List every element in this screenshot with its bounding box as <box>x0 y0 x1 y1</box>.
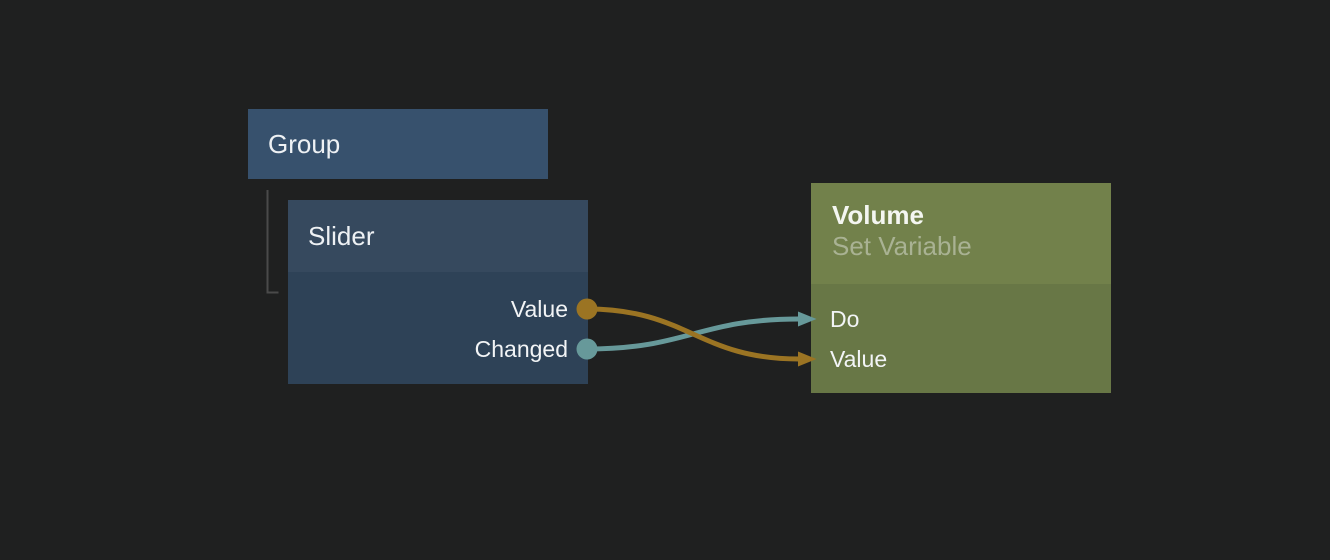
hierarchy-connector-line <box>266 190 279 294</box>
connection-wire-value-to-value[interactable] <box>584 306 802 362</box>
input-port-label-value: Value <box>830 345 888 372</box>
output-port-row-changed[interactable]: Changed <box>475 329 568 369</box>
volume-node-title: Volume <box>832 200 924 230</box>
volume-node[interactable]: Volume Set Variable Do Value <box>811 183 1111 393</box>
volume-node-subtitle: Set Variable <box>832 231 972 261</box>
group-node[interactable]: Group <box>248 109 548 179</box>
volume-node-body <box>811 284 1111 393</box>
output-port-label-changed: Changed <box>474 335 568 362</box>
group-node-title: Group <box>268 128 341 159</box>
input-port-label-do: Do <box>830 305 860 332</box>
connection-wire-changed-to-do[interactable] <box>584 316 802 352</box>
slider-node[interactable]: Slider Value Changed <box>288 200 588 384</box>
input-port-row-value[interactable]: Value <box>830 339 887 379</box>
volume-node-header[interactable]: Volume Set Variable <box>811 183 1111 284</box>
slider-node-header[interactable]: Slider <box>288 200 588 272</box>
slider-node-title: Slider <box>308 220 375 251</box>
output-port-label-value: Value <box>510 295 568 322</box>
slider-node-body <box>288 272 588 384</box>
input-port-row-do[interactable]: Do <box>830 299 859 339</box>
output-port-row-value[interactable]: Value <box>511 289 568 329</box>
